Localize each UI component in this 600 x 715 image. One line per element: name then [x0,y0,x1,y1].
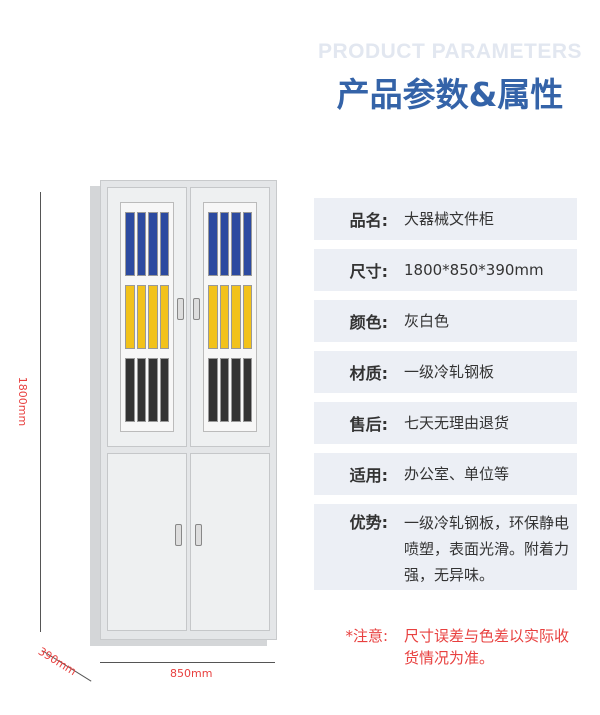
spec-label: 适用: [349,466,388,485]
spec-row-material: 材质: 一级冷轧钢板 [314,351,577,393]
spec-value: 七天无理由退货 [404,414,510,432]
note-text: 尺寸误差与色差以实际收货情况为准。 [404,627,570,667]
spec-value: 一级冷轧钢板 [404,363,495,381]
spec-row-advantages: 优势: 一级冷轧钢板，环保静电喷塑，表面光滑。附着力强，无异味。 [314,504,577,590]
spec-row-usage: 适用: 办公室、单位等 [314,453,577,495]
spec-value: 大器械文件柜 [404,210,495,228]
height-dimension-line [40,192,41,632]
width-dimension-line [100,662,275,663]
file-cabinet-image [100,180,277,640]
spec-label: 颜色: [349,313,388,332]
spec-label: 优势: [349,513,388,532]
glass-door-right [190,187,270,447]
spec-value: 一级冷轧钢板，环保静电喷塑，表面光滑。附着力强，无异味。 [404,514,570,584]
steel-door-right [190,453,270,631]
glass-door-left [107,187,187,447]
height-label: 1800mm [16,376,30,427]
spec-label: 尺寸: [349,262,388,281]
spec-label: 品名: [349,211,388,230]
english-title: PRODUCT PARAMETERS [317,40,583,63]
spec-row-name: 品名: 大器械文件柜 [314,198,577,240]
width-label: 850mm [170,667,213,680]
spec-label: 售后: [349,415,388,434]
depth-label: 390mm [35,644,79,679]
note: *注意: 尺寸误差与色差以实际收货情况为准。 [314,625,584,669]
note-label: *注意: [345,627,388,645]
spec-label: 材质: [349,364,388,383]
spec-row-color: 颜色: 灰白色 [314,300,577,342]
spec-value: 灰白色 [404,312,450,330]
page-title: 产品参数&属性 [336,75,564,114]
spec-value: 1800*850*390mm [404,261,544,279]
spec-row-size: 尺寸: 1800*850*390mm [314,249,577,291]
spec-row-aftersales: 售后: 七天无理由退货 [314,402,577,444]
spec-value: 办公室、单位等 [404,465,510,483]
steel-door-left [107,453,187,631]
